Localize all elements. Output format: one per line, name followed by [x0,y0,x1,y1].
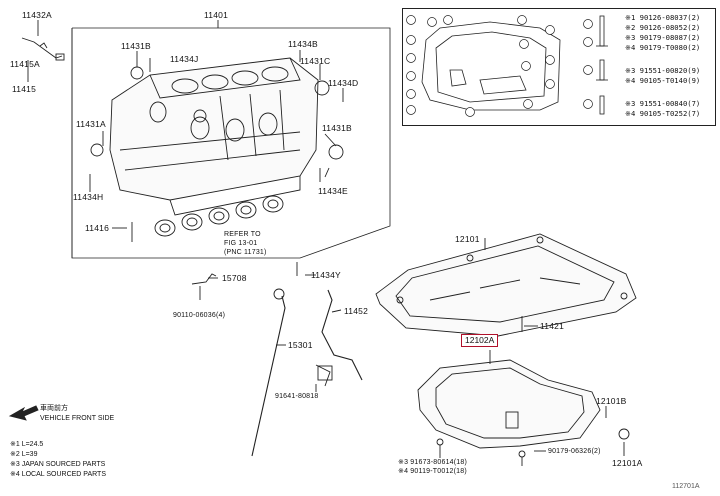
part-label-11431B-top: 11431B [121,41,151,51]
part-label-11401: 11401 [204,10,229,20]
part-label-15708: 15708 [222,273,247,283]
part-label-11415: 11415 [12,84,37,94]
part-label-11434H: 11434H [73,192,104,202]
inset-row-5: ※3 91551-00820(9) [625,66,701,75]
inset-row-7: ※3 91551-00840(7) [625,99,701,108]
part-label-91673: ※3 91673-80614(18) [398,459,468,466]
inset-row-4: ※4 90179-T0080(2) [625,43,701,52]
inset-row-1: ※1 90126-08037(2) [625,13,701,22]
part-label-11434Y: 11434Y [311,270,341,280]
part-label-11434D: 11434D [328,78,359,88]
refer-text-1: REFER TO [224,231,261,238]
part-label-11415A: 11415A [10,59,40,69]
part-label-90179-06326: 90179-06326(2) [548,448,601,455]
part-label-11432A: 11432A [22,10,52,20]
note-4: ※4 LOCAL SOURCED PARTS [10,471,106,478]
inset-row-2: ※2 90126-08052(2) [625,23,701,32]
part-label-11416: 11416 [85,223,110,233]
inset-box: ※1 90126-08037(2) ※2 90126-08052(2) ※3 9… [402,8,716,126]
figure-id: 112701A [672,483,700,490]
note-1: ※1 L=24.5 [10,441,44,448]
part-label-11434J: 11434J [170,54,199,64]
front-arrow-icon [8,405,39,421]
refer-text-2: FIG 13-01 [224,240,258,247]
part-label-11431C: 11431C [300,56,331,66]
front-side-jp-label: 車両前方 [40,405,68,412]
inset-bolt-layout [421,15,608,115]
part-label-90110: 90110-06036(4) [173,312,226,319]
part-label-12102A-highlight[interactable]: 12102A [461,334,499,347]
front-side-en-label: VEHICLE FRONT SIDE [40,415,115,422]
part-label-11431A: 11431A [76,119,106,129]
inset-row-6: ※4 90105-T0140(9) [625,76,701,85]
oil-pan-upper-shape [375,233,637,337]
part-label-91641: 91641-80818 [275,393,319,400]
refer-text-3: (PNC 11731) [224,249,267,256]
part-label-11434E: 11434E [318,186,348,196]
cylinder-block-shape [109,57,319,216]
part-label-11434B-top: 11434B [288,39,318,49]
part-label-15301: 15301 [288,340,313,350]
part-label-11452: 11452 [344,306,369,316]
part-label-11421: 11421 [540,321,565,331]
part-label-12101A: 12101A [612,458,643,468]
note-3: ※3 JAPAN SOURCED PARTS [10,461,106,468]
inset-row-3: ※3 90179-08087(2) [625,33,701,42]
part-label-11431B-mid: 11431B [322,123,352,133]
part-label-12101B: 12101B [596,396,627,406]
dipstick-shape [251,295,286,457]
oil-pan-lower-shape [417,359,601,458]
part-label-90119: ※4 90119-T0012(18) [398,468,467,475]
inset-row-8: ※4 90105-T0252(7) [625,109,701,118]
part-label-12101: 12101 [455,234,480,244]
note-2: ※2 L=39 [10,451,38,458]
crank-bearing-shells [154,195,284,237]
